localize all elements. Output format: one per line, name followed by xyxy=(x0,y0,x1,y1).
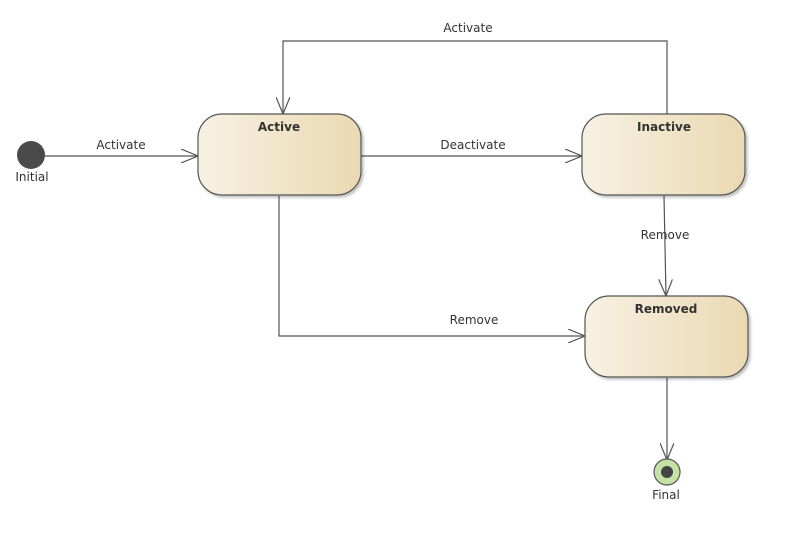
final-node[interactable] xyxy=(653,458,681,486)
edge-label-deactivate: Deactivate xyxy=(440,138,505,152)
final-node-label: Final xyxy=(652,488,680,502)
final-node-dot xyxy=(661,466,673,478)
state-active-title: Active xyxy=(258,120,300,134)
edge-label-inactive-remove: Remove xyxy=(641,228,690,242)
state-active[interactable]: Active xyxy=(197,113,362,196)
state-inactive-title: Inactive xyxy=(637,120,691,134)
state-removed-box[interactable] xyxy=(584,295,749,378)
state-removed-title: Removed xyxy=(635,302,698,316)
state-removed[interactable]: Removed xyxy=(584,295,749,378)
edge-active-to-removed[interactable] xyxy=(278,196,585,336)
edge-label-active-remove: Remove xyxy=(450,313,499,327)
edge-label-inactive-activate: Activate xyxy=(443,21,492,35)
edge-inactive-to-removed[interactable] xyxy=(664,195,666,296)
edge-inactive-to-active[interactable] xyxy=(283,40,668,114)
initial-node-label: Initial xyxy=(15,170,48,184)
initial-node[interactable] xyxy=(17,141,45,169)
state-inactive[interactable]: Inactive xyxy=(581,113,746,196)
state-inactive-box[interactable] xyxy=(581,113,746,196)
edge-label-initial-activate: Activate xyxy=(96,138,145,152)
state-active-box[interactable] xyxy=(197,113,362,196)
